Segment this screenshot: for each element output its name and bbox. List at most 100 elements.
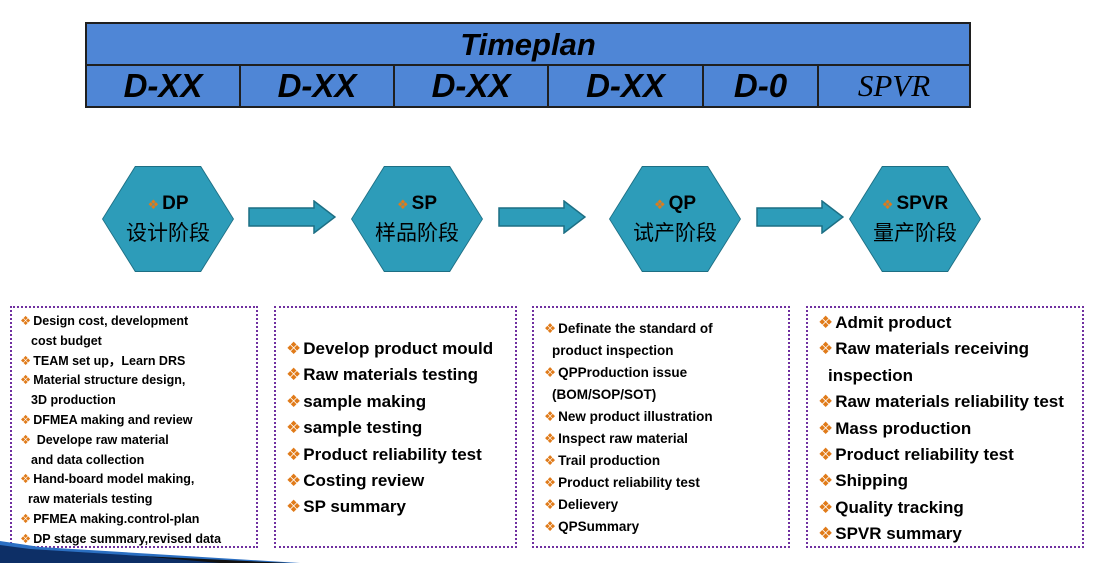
list-item-text: Quality tracking xyxy=(835,497,964,517)
phase-hexagon-qp: ❖QP 试产阶段 xyxy=(610,167,740,271)
diamond-bullet-icon: ❖ xyxy=(544,475,557,490)
diamond-bullet-icon: ❖ xyxy=(818,392,834,412)
diamond-bullet-icon: ❖ xyxy=(818,418,834,438)
list-item: ❖Definate the standard of xyxy=(544,318,788,340)
list-item-text: DFMEA making and review xyxy=(33,412,193,427)
right-arrow-icon xyxy=(498,200,586,234)
list-item-text: Product reliability test xyxy=(303,444,482,464)
diamond-bullet-icon: ❖ xyxy=(818,471,834,491)
list-item: ❖Quality tracking xyxy=(818,495,1082,521)
list-item: ❖Admit product xyxy=(818,310,1082,336)
list-item-text: PFMEA making.control-plan xyxy=(33,511,200,526)
list-item: ❖Inspect raw material xyxy=(544,428,788,450)
phase-name-qp: 试产阶段 xyxy=(633,220,717,245)
dp-activities-list: ❖Design cost, development cost budget ❖T… xyxy=(20,312,256,550)
list-item-text: Raw materials reliability test xyxy=(835,392,1064,412)
diamond-bullet-icon: ❖ xyxy=(286,471,302,491)
list-item-text: QPProduction issue xyxy=(558,365,688,380)
list-item-text: raw materials testing xyxy=(28,492,153,507)
qp-activities-box: ❖Definate the standard of product inspec… xyxy=(532,306,790,548)
list-item: ❖Raw materials testing xyxy=(286,362,515,388)
diamond-bullet-icon: ❖ xyxy=(286,339,302,358)
diamond-bullet-icon: ❖ xyxy=(20,373,32,388)
phase-code-text: DP xyxy=(162,192,189,214)
list-item-text: product inspection xyxy=(552,343,674,358)
list-item-text: Admit product xyxy=(835,313,952,332)
list-item: ❖DFMEA making and review xyxy=(20,411,256,431)
decorative-corner-swoosh xyxy=(0,541,300,563)
list-item-text: Hand-board model making, xyxy=(33,472,195,487)
diamond-bullet-icon: ❖ xyxy=(544,519,557,534)
list-item: ❖Shipping xyxy=(818,468,1082,494)
list-item-text: (BOM/SOP/SOT) xyxy=(552,387,657,402)
phase-hexagon-dp: ❖DP 设计阶段 xyxy=(103,167,233,271)
list-item: ❖SPVR summary xyxy=(818,521,1082,547)
list-item: ❖Product reliability test xyxy=(818,442,1082,468)
diamond-bullet-icon: ❖ xyxy=(20,511,32,526)
list-item-text: Develop product mould xyxy=(303,339,494,358)
diamond-bullet-icon: ❖ xyxy=(818,497,834,517)
spvr-activities-box: ❖Admit product ❖Raw materials receiving … xyxy=(806,306,1084,548)
timeplan-row: D-XX D-XX D-XX D-XX D-0 SPVR xyxy=(87,66,969,106)
list-item-text: and data collection xyxy=(31,452,145,467)
phase-code-spvr: ❖SPVR xyxy=(882,191,948,218)
diamond-bullet-icon: ❖ xyxy=(20,472,32,487)
list-item: ❖Raw materials reliability test xyxy=(818,389,1082,415)
timeplan-cell-1: D-XX xyxy=(87,66,241,106)
phase-name-dp: 设计阶段 xyxy=(126,220,210,245)
list-item: ❖Hand-board model making, xyxy=(20,470,256,490)
diamond-bullet-icon: ❖ xyxy=(818,445,834,465)
list-item-text: inspection xyxy=(828,365,914,385)
list-item-text: sample making xyxy=(303,391,427,411)
diamond-bullet-icon: ❖ xyxy=(653,196,666,212)
diamond-bullet-icon: ❖ xyxy=(286,391,302,411)
list-item-text: Design cost, development xyxy=(33,314,189,328)
diamond-bullet-icon: ❖ xyxy=(286,444,302,464)
diamond-bullet-icon: ❖ xyxy=(544,453,557,468)
phase-code-text: SPVR xyxy=(896,192,949,214)
list-item: ❖Design cost, development xyxy=(20,312,256,332)
list-item: ❖Product reliability test xyxy=(286,442,515,468)
list-item-text: Raw materials testing xyxy=(303,365,479,385)
list-item: ❖New product illustration xyxy=(544,406,788,428)
timeplan-cell-3: D-XX xyxy=(395,66,549,106)
list-item: ❖sample making xyxy=(286,389,515,415)
list-item-text: New product illustration xyxy=(558,409,713,424)
diamond-bullet-icon: ❖ xyxy=(147,196,160,212)
phase-name-spvr: 量产阶段 xyxy=(873,220,957,245)
diamond-bullet-icon: ❖ xyxy=(286,418,302,438)
diamond-bullet-icon: ❖ xyxy=(544,497,557,512)
list-item: ❖Trail production xyxy=(544,450,788,472)
list-item: ❖DP stage summary,revised data xyxy=(20,530,256,550)
list-item: ❖QPSummary xyxy=(544,516,788,538)
diamond-bullet-icon: ❖ xyxy=(20,531,32,546)
diamond-bullet-icon: ❖ xyxy=(286,497,302,517)
phase-hexagon-sp: ❖SP 样品阶段 xyxy=(352,167,482,271)
phase-code-text: SP xyxy=(411,192,437,214)
timeplan-cell-6: SPVR xyxy=(857,68,931,103)
list-item: (BOM/SOP/SOT) xyxy=(544,384,788,406)
timeplan-cell-5: D-0 xyxy=(704,66,819,106)
timeplan-cell-2: D-XX xyxy=(241,66,395,106)
diamond-bullet-icon: ❖ xyxy=(544,409,557,424)
right-arrow-icon xyxy=(248,200,336,234)
list-item-text: QPSummary xyxy=(558,519,640,534)
list-item: cost budget xyxy=(20,332,256,352)
timeplan-title: Timeplan xyxy=(87,24,969,66)
diamond-bullet-icon: ❖ xyxy=(881,196,894,212)
phase-name-sp: 样品阶段 xyxy=(375,220,459,245)
list-item-text: Inspect raw material xyxy=(558,431,688,446)
list-item-text: Product reliability test xyxy=(558,475,700,490)
list-item: ❖sample testing xyxy=(286,415,515,441)
sp-activities-list: ❖Develop product mould ❖Raw materials te… xyxy=(286,336,515,521)
list-item: ❖Mass production xyxy=(818,416,1082,442)
diamond-bullet-icon: ❖ xyxy=(818,313,834,332)
list-item: raw materials testing xyxy=(20,490,256,510)
list-item: ❖Product reliability test xyxy=(544,472,788,494)
list-item: ❖Delievery xyxy=(544,494,788,516)
list-item-text: Delievery xyxy=(558,497,619,512)
timeplan-cell-4: D-XX xyxy=(549,66,704,106)
timeplan-table: Timeplan D-XX D-XX D-XX D-XX D-0 SPVR xyxy=(85,22,971,108)
list-item: ❖Material structure design, xyxy=(20,371,256,391)
phase-code-sp: ❖SP xyxy=(397,191,437,218)
